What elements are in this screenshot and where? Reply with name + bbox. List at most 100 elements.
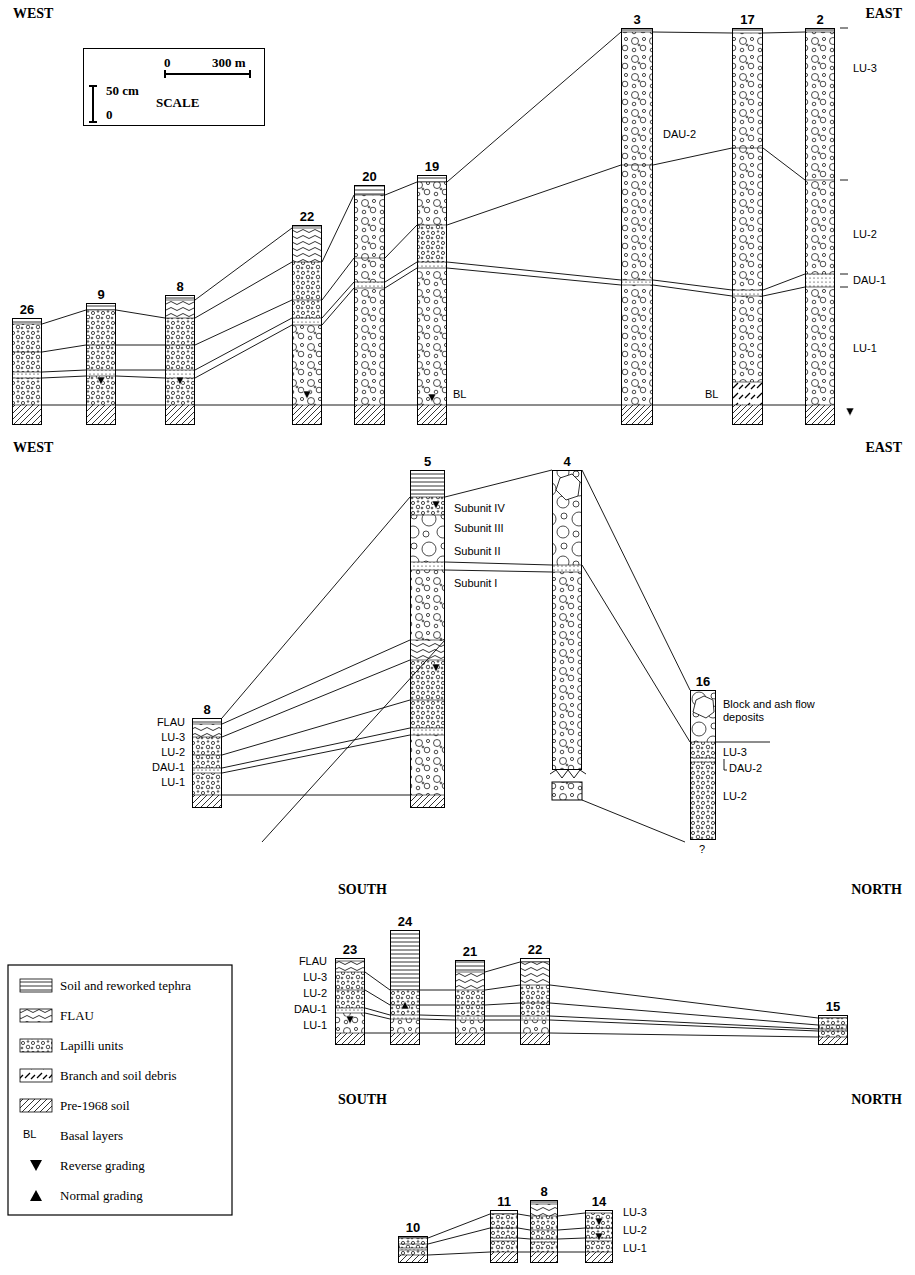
correlation-line xyxy=(222,795,410,796)
unit-label: Subunit I xyxy=(453,577,498,590)
deposit-layer xyxy=(520,1033,550,1045)
layer-boundary xyxy=(292,325,322,326)
layer-boundary xyxy=(292,228,322,229)
layer-boundary xyxy=(490,1214,518,1215)
stratigraphic-column: 20 xyxy=(354,185,385,425)
column-layers xyxy=(818,1015,848,1045)
layer-boundary xyxy=(192,795,222,796)
column-number: 3 xyxy=(633,12,640,27)
layer-boundary xyxy=(354,258,385,259)
grading-triangle xyxy=(432,664,440,672)
layer-boundary xyxy=(690,742,716,743)
grading-triangle xyxy=(428,394,436,402)
direction-heading: EAST xyxy=(864,440,903,456)
layer-boundary xyxy=(585,1213,613,1214)
unit-label: BL xyxy=(22,1128,37,1141)
deposit-layer xyxy=(490,1252,518,1263)
unit-label: Block and ash flow deposits xyxy=(722,698,842,724)
deposit-layer xyxy=(621,285,653,405)
column-number: 14 xyxy=(592,1194,606,1209)
correlation-line xyxy=(42,370,86,372)
layer-boundary xyxy=(410,640,445,641)
layer-boundary xyxy=(354,288,385,289)
guide-line xyxy=(840,274,848,275)
layer-boundary xyxy=(455,972,485,973)
stratigraphic-column: 11 xyxy=(490,1210,518,1263)
stratigraphic-column: 19 xyxy=(417,175,447,425)
correlation-line xyxy=(322,288,354,325)
deposit-layer xyxy=(410,700,445,728)
unit-label: LU-1 xyxy=(160,776,186,789)
grading-triangle xyxy=(401,1001,409,1009)
column-layers xyxy=(621,28,653,425)
block-outline xyxy=(693,696,714,718)
legend-frame xyxy=(8,965,232,1215)
deposit-layer xyxy=(354,288,385,405)
layer-boundary xyxy=(12,352,42,353)
layer-boundary xyxy=(417,262,447,263)
correlation-line xyxy=(447,165,621,225)
layer-boundary xyxy=(165,345,195,346)
deposit-layer xyxy=(86,303,116,310)
deposit-layer xyxy=(12,352,42,372)
correlation-line xyxy=(445,470,552,497)
column-number: 5 xyxy=(424,454,431,469)
grading-triangle xyxy=(97,377,105,385)
deposit-layer xyxy=(335,1033,365,1045)
deposit-layer xyxy=(417,175,447,182)
correlation-line xyxy=(195,318,292,370)
correlation-line xyxy=(322,195,354,262)
column-number: 8 xyxy=(540,1184,547,1199)
unit-label: LU-3 xyxy=(160,731,186,744)
deposit-layer xyxy=(552,470,582,565)
deposit-layer xyxy=(410,728,445,735)
correlation-line xyxy=(653,285,732,296)
deposit-layer xyxy=(12,324,42,352)
scale-text: 0 xyxy=(106,107,113,122)
layer-boundary xyxy=(455,1005,485,1006)
correlation-line xyxy=(550,1020,818,1031)
unit-label: DAU-1 xyxy=(293,1003,328,1016)
deposit-layer xyxy=(690,758,716,762)
deposit-layer xyxy=(621,405,653,425)
deposit-layer xyxy=(732,148,763,290)
deposit-layer xyxy=(490,1238,518,1241)
deposit-layer xyxy=(354,405,385,425)
grading-triangle xyxy=(176,377,184,385)
unit-label: DAU-1 xyxy=(852,274,887,287)
deposit-layer xyxy=(455,960,485,972)
column-number: 23 xyxy=(343,942,357,957)
correlation-line xyxy=(763,405,805,406)
column-number: 9 xyxy=(97,287,104,302)
deposit-layer xyxy=(398,1238,428,1244)
layer-boundary xyxy=(805,287,835,288)
layer-boundary xyxy=(455,1033,485,1034)
layer-boundary xyxy=(818,1031,848,1032)
deposit-layer xyxy=(292,405,322,425)
layer-boundary xyxy=(585,1252,613,1253)
layer-boundary xyxy=(410,795,445,796)
layer-boundary xyxy=(192,768,222,769)
correlation-line xyxy=(222,660,410,737)
stratigraphic-column: 15 xyxy=(818,1015,848,1045)
deposit-layer xyxy=(732,290,763,296)
guide-line xyxy=(724,758,725,770)
correlation-line xyxy=(447,268,621,285)
deposit-layer xyxy=(398,1250,428,1255)
legend-text: Normal grading xyxy=(60,1188,143,1203)
correlation-line xyxy=(195,262,292,318)
layer-boundary xyxy=(12,378,42,379)
deposit-layer xyxy=(410,660,445,700)
correlation-line xyxy=(485,1020,520,1021)
layer-boundary xyxy=(530,1252,558,1253)
column-layers xyxy=(552,470,582,770)
correlation-line xyxy=(42,345,86,352)
layer-boundary xyxy=(410,562,445,563)
deposit-layer xyxy=(732,382,763,405)
deposit-layer xyxy=(520,1020,550,1033)
layer-boundary xyxy=(732,405,763,406)
correlation-line xyxy=(116,370,165,371)
correlation-line xyxy=(550,1033,818,1037)
column-layers xyxy=(520,958,550,1045)
